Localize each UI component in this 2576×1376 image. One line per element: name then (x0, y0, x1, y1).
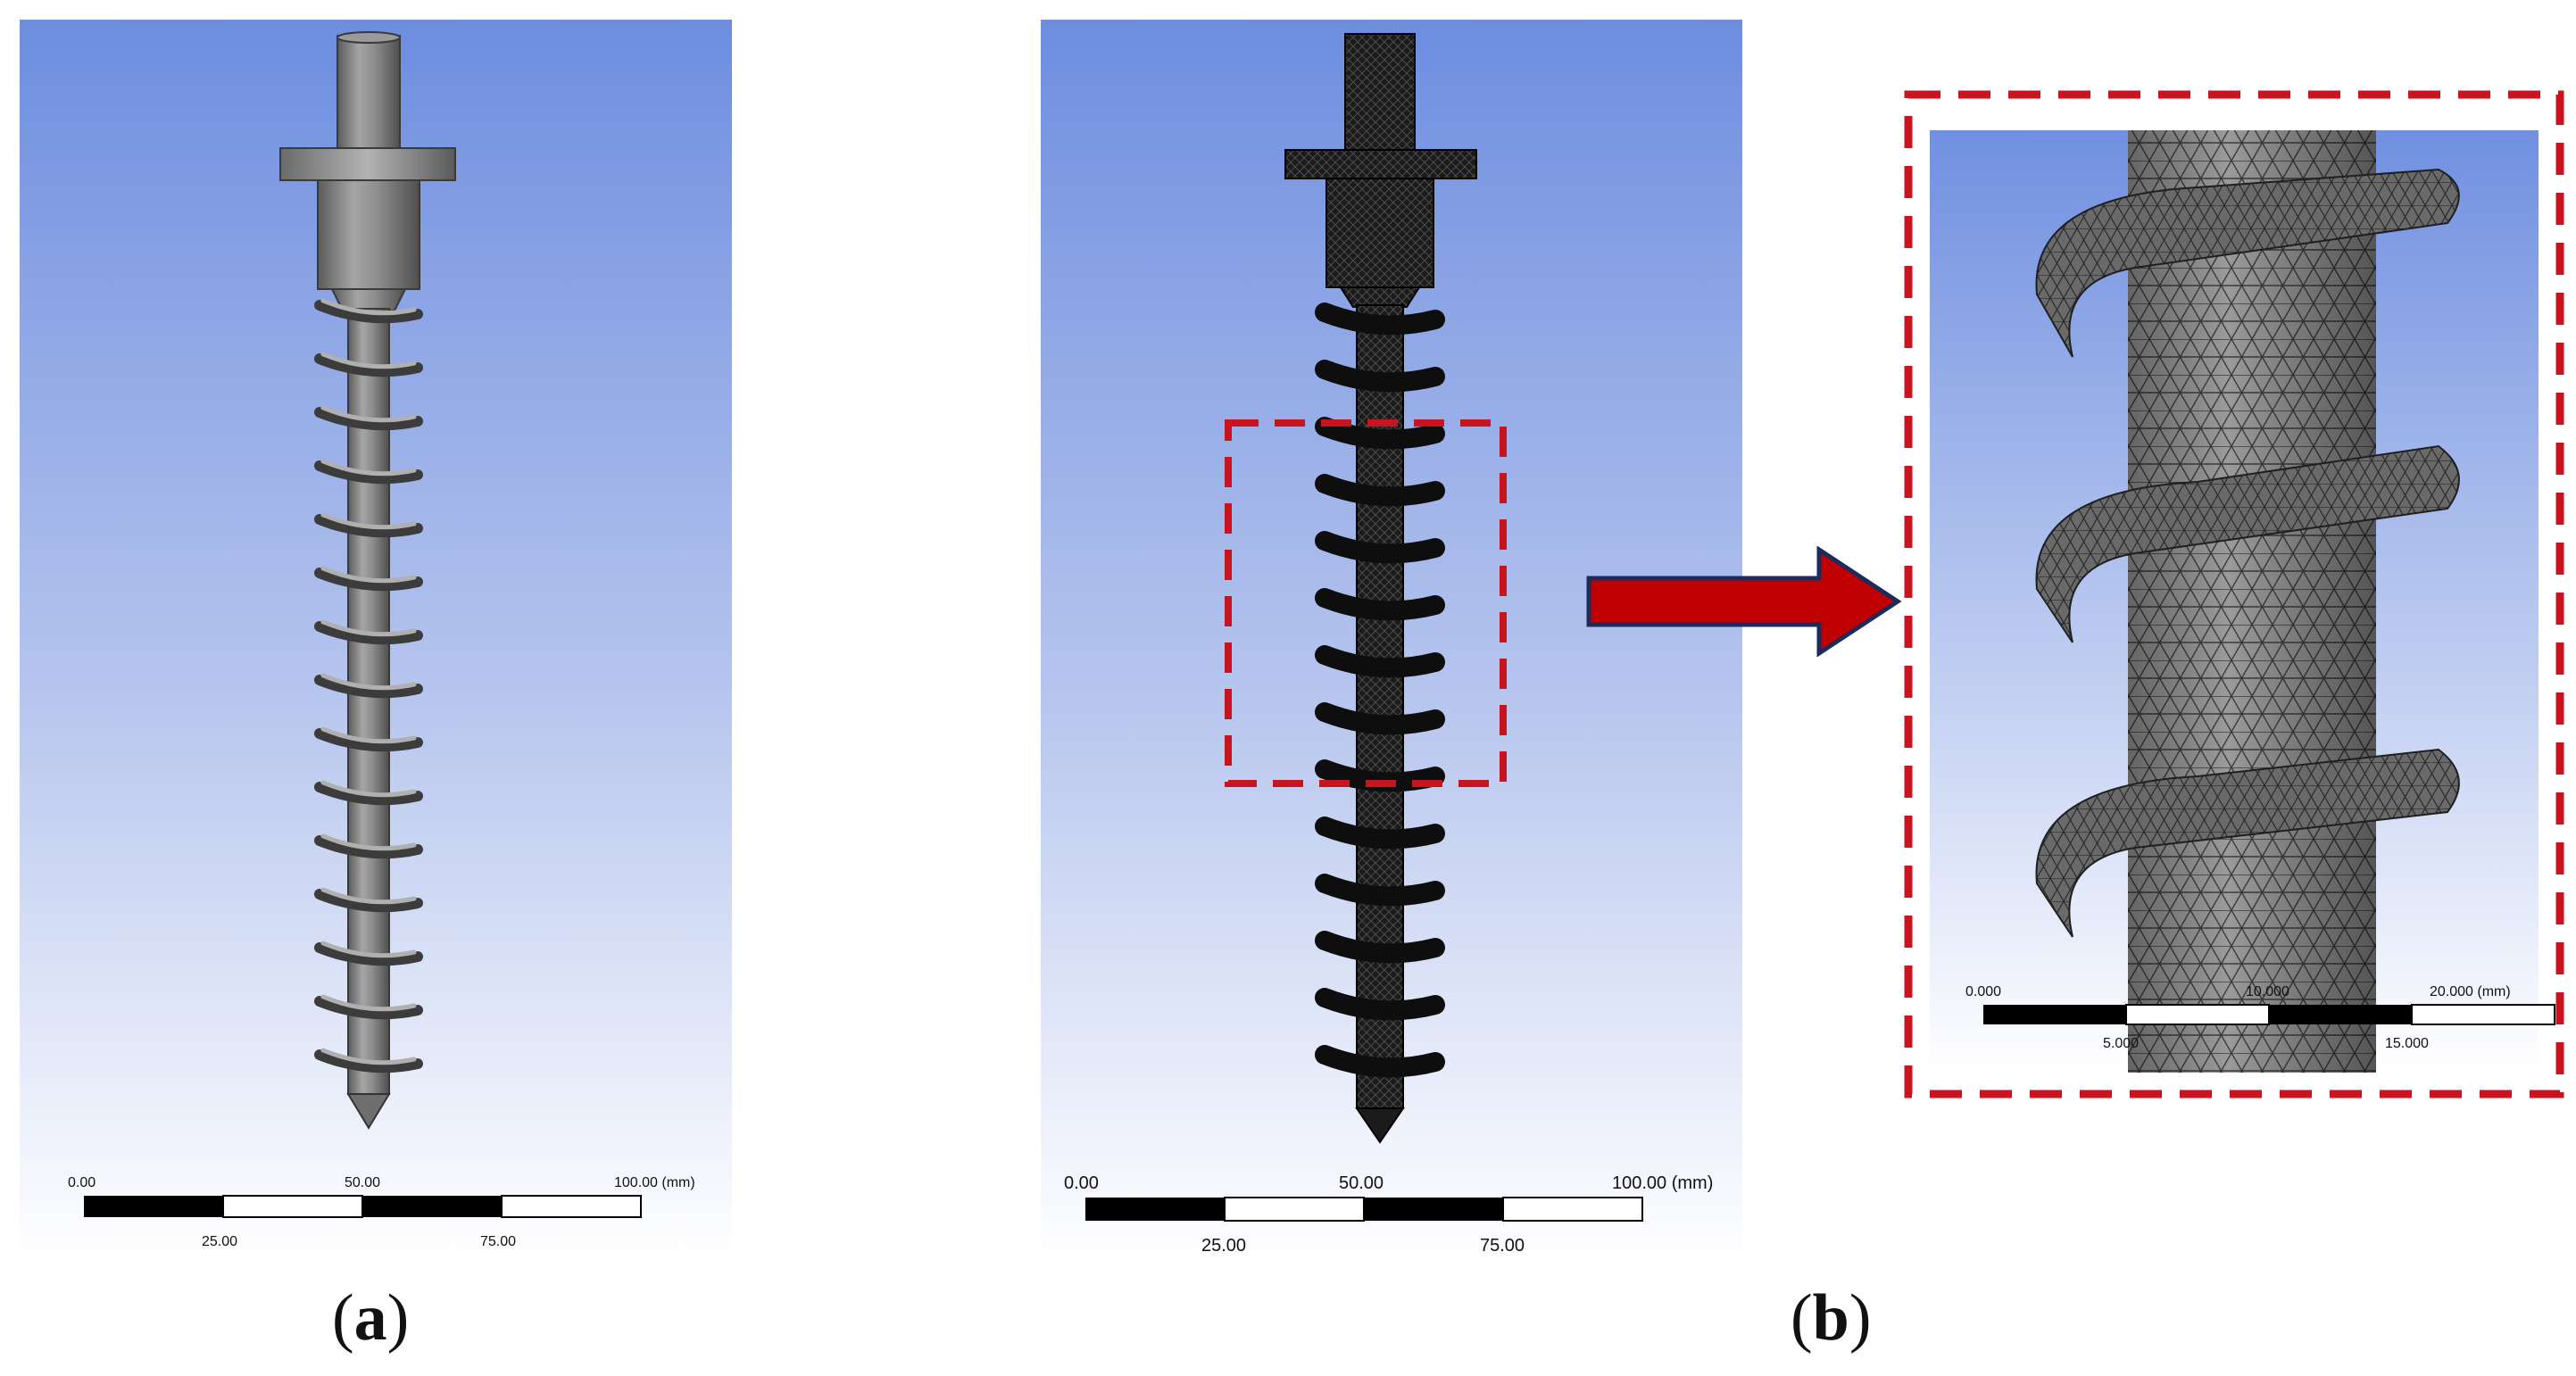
screw-solid (279, 31, 456, 1130)
mesh-detail (2035, 130, 2460, 1073)
scale-label: 25.00 (1201, 1236, 1246, 1256)
scale-bar: 0.00 50.00 100.00 (mm) 25.00 75.00 (1064, 1173, 1713, 1256)
scale-label: 15.000 (2385, 1036, 2429, 1051)
zoom-frame-border (1904, 90, 2564, 1098)
scale-label: 0.00 (1064, 1173, 1099, 1193)
scale-label: 50.00 (1339, 1173, 1384, 1193)
scale-label: 75.00 (480, 1234, 516, 1249)
scale-label: 100.00 (mm) (1612, 1173, 1713, 1193)
scale-label: 20.000 (mm) (2430, 984, 2511, 999)
scale-label: 0.000 (1965, 984, 2001, 999)
zoom-detail-frame: 0.000 10.000 20.000 (mm) 5.000 15.000 (1903, 89, 2565, 1099)
screw-meshed (1284, 33, 1477, 1144)
scale-label: 100.00 (mm) (614, 1175, 695, 1190)
zoom-detail-viewport: 0.000 10.000 20.000 (mm) 5.000 15.000 (1904, 90, 2564, 1098)
scale-bar: 0.00 50.00 100.00 (mm) 25.00 75.00 (68, 1175, 695, 1249)
scale-bar: 0.000 10.000 20.000 (mm) 5.000 15.000 (1965, 984, 2555, 1051)
highlight-region-box (1225, 419, 1507, 787)
scale-label: 75.00 (1480, 1236, 1525, 1256)
scale-label: 10.000 (2246, 984, 2289, 999)
scale-label: 5.000 (2103, 1036, 2139, 1051)
panel-a-solid-model: 0.00 50.00 100.00 (mm) 25.00 75.00 (20, 20, 732, 1258)
caption-b-letter: b (1812, 1281, 1849, 1355)
panel-b-viewport: 0.00 50.00 100.00 (mm) 25.00 75.00 (1041, 20, 1742, 1262)
caption-a: (a) (332, 1281, 410, 1355)
caption-a-letter: a (353, 1281, 387, 1355)
caption-b: (b) (1791, 1281, 1872, 1355)
scale-label: 0.00 (68, 1175, 96, 1190)
scale-label: 25.00 (202, 1234, 237, 1249)
scale-label: 50.00 (345, 1175, 380, 1190)
panel-b-mesh-model: 0.00 50.00 100.00 (mm) 25.00 75.00 (1041, 20, 1742, 1262)
right-arrow-icon (1586, 546, 1902, 657)
panel-a-viewport: 0.00 50.00 100.00 (mm) 25.00 75.00 (20, 20, 732, 1258)
